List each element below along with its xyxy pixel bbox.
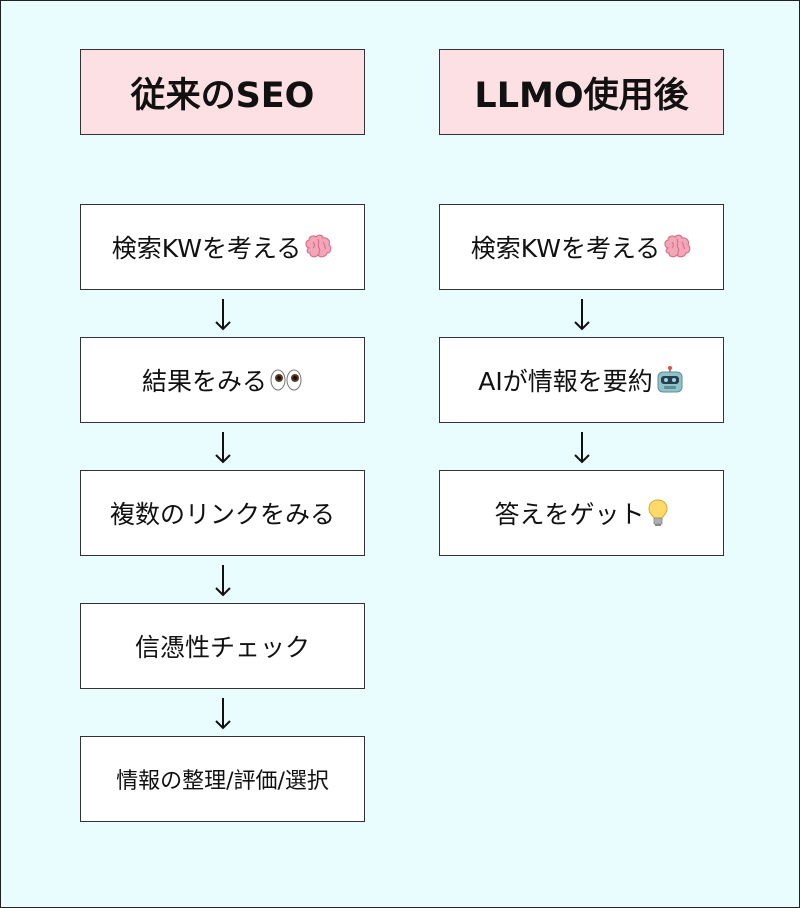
- eyes-icon: [269, 368, 303, 392]
- lightbulb-icon: [647, 498, 669, 528]
- right-step-2: AIが情報を要約: [439, 337, 724, 423]
- left-step-2: 結果をみる: [80, 337, 365, 423]
- left-step-5-label: 情報の整理/評価/選択: [116, 769, 329, 794]
- right-step-3: 答えをゲット: [439, 470, 724, 556]
- brain-icon: [662, 234, 692, 260]
- left-arrow-2: [211, 430, 235, 466]
- right-step-3-label: 答えをゲット: [494, 500, 645, 529]
- right-header: LLMO使用後: [439, 49, 724, 135]
- right-step-2-label: AIが情報を要約: [478, 367, 653, 396]
- left-arrow-1: [211, 297, 235, 333]
- left-step-1-label: 検索KWを考える: [111, 234, 302, 263]
- right-arrow-1: [570, 297, 594, 333]
- left-step-3-label: 複数のリンクをみる: [109, 500, 335, 529]
- right-header-label: LLMO使用後: [474, 75, 689, 116]
- right-step-1: 検索KWを考える: [439, 204, 724, 290]
- left-step-2-label: 結果をみる: [141, 367, 267, 396]
- left-step-3: 複数のリンクをみる: [80, 470, 365, 556]
- left-header: 従来のSEO: [80, 49, 365, 135]
- left-step-5: 情報の整理/評価/選択: [80, 736, 365, 822]
- left-arrow-4: [211, 696, 235, 732]
- left-arrow-3: [211, 563, 235, 599]
- brain-icon: [303, 234, 333, 260]
- right-arrow-2: [570, 430, 594, 466]
- right-step-1-label: 検索KWを考える: [470, 234, 661, 263]
- left-step-1: 検索KWを考える: [80, 204, 365, 290]
- left-step-4: 信憑性チェック: [80, 603, 365, 689]
- left-header-label: 従来のSEO: [130, 75, 315, 116]
- left-step-4-label: 信憑性チェック: [134, 633, 310, 662]
- robot-icon: [655, 366, 685, 394]
